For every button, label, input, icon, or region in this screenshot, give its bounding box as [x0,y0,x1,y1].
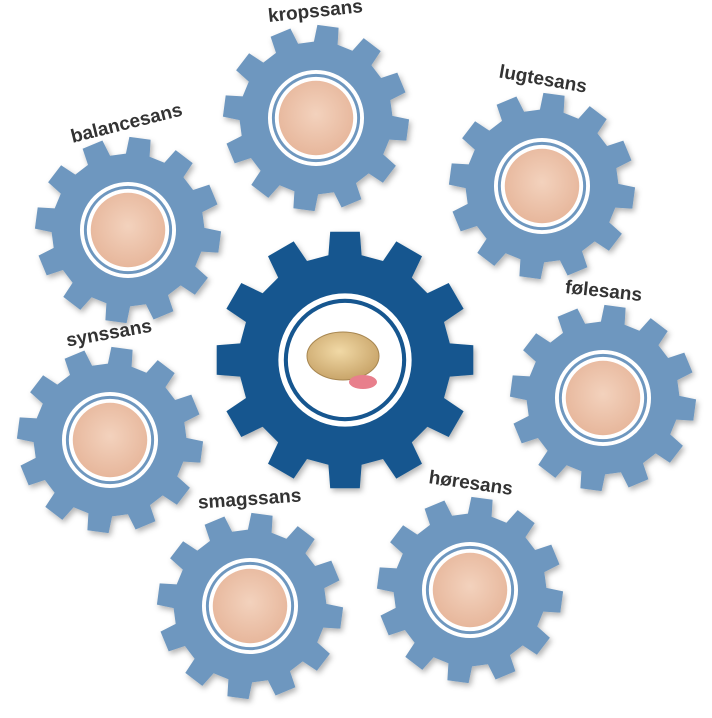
gear-ring [554,349,652,447]
body-image [274,76,358,160]
gear-ring [61,391,159,489]
center-gear [216,231,474,489]
sense-label: smagssans [197,485,302,513]
sense-gear-nose: lugtesans [448,62,636,280]
mouth-image [208,564,292,648]
gear-ring [493,137,591,235]
ear-image [428,548,512,632]
sense-label: kropssans [267,0,364,27]
finger-image [561,356,645,440]
sense-gear-ear: høresans [376,467,564,684]
brain-image [287,302,403,418]
gear-ring [267,69,365,167]
sense-label: synssans [65,316,154,352]
stacked-stones-image [86,188,170,272]
sense-label: høresans [427,467,514,500]
nose-image [500,144,584,228]
sense-label: lugtesans [497,62,588,98]
gear-ring [278,293,412,427]
sense-label: balancesans [69,100,185,148]
gear-ring [79,181,177,279]
eye-image [68,398,152,482]
gear-ring [421,541,519,639]
sense-gear-eye: synssans [16,316,204,534]
gear-ring [201,557,299,655]
sense-gear-finger: følesans [509,277,697,492]
sense-gear-stacked-stones: balancesans [34,100,222,324]
sense-gear-mouth: smagssans [156,485,344,700]
sense-gear-body: kropssans [222,0,410,212]
sense-label: følesans [564,277,643,306]
